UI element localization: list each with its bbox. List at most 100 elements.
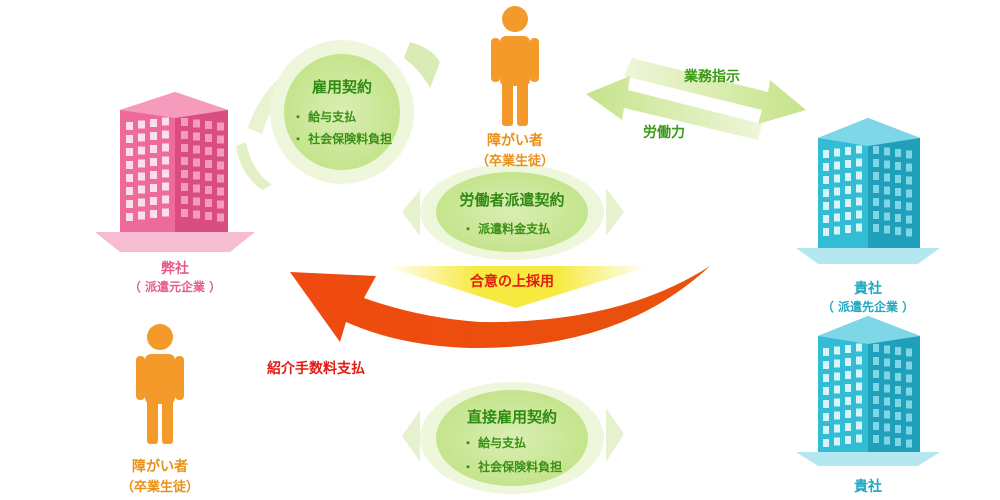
building-window bbox=[906, 176, 912, 185]
building-window bbox=[205, 147, 212, 155]
building-window bbox=[150, 132, 157, 140]
building-window bbox=[217, 174, 224, 183]
building-window bbox=[856, 171, 862, 180]
building-window bbox=[823, 413, 829, 421]
building-window bbox=[138, 211, 145, 220]
building-window bbox=[823, 150, 829, 158]
building-window bbox=[873, 344, 879, 352]
building-window bbox=[138, 159, 145, 168]
building-window bbox=[823, 400, 829, 408]
left-company-building-icon bbox=[95, 92, 255, 252]
building-window bbox=[856, 343, 862, 352]
building-window bbox=[856, 369, 862, 378]
building-window bbox=[834, 346, 840, 355]
labor-arrow bbox=[586, 76, 762, 140]
building-window bbox=[884, 199, 890, 208]
building-window bbox=[150, 145, 157, 153]
building-window bbox=[895, 386, 901, 394]
building-window bbox=[150, 171, 157, 179]
building-window bbox=[845, 225, 851, 233]
building-window bbox=[895, 373, 901, 381]
building-window bbox=[856, 223, 862, 232]
right-company-bottom-building-icon bbox=[796, 316, 940, 466]
building-window bbox=[205, 121, 212, 129]
building-window bbox=[856, 434, 862, 443]
building-window bbox=[193, 184, 200, 193]
building-window bbox=[823, 163, 829, 171]
building-window bbox=[856, 421, 862, 430]
employment-contract-title: 雇用契約 bbox=[311, 78, 372, 96]
building-window bbox=[181, 196, 188, 204]
building-window bbox=[895, 149, 901, 157]
building-window bbox=[895, 201, 901, 209]
building-window bbox=[205, 160, 212, 168]
building-window bbox=[856, 356, 862, 365]
building-window bbox=[823, 228, 829, 236]
building-window bbox=[823, 387, 829, 395]
worker-bottom-sublabel: （卒業生徒） bbox=[120, 480, 199, 495]
worker-top-label: 障がい者 bbox=[487, 133, 543, 149]
building-window bbox=[126, 161, 133, 169]
right-company-top-name: 貴社 bbox=[854, 281, 882, 297]
building-window bbox=[205, 173, 212, 181]
building-window bbox=[193, 197, 200, 206]
building-window bbox=[138, 120, 145, 129]
building-window bbox=[162, 169, 169, 178]
building-window bbox=[823, 215, 829, 223]
building-window bbox=[217, 148, 224, 157]
building-window bbox=[823, 374, 829, 382]
building-window bbox=[834, 398, 840, 407]
building-window bbox=[906, 215, 912, 224]
building-window bbox=[126, 174, 133, 182]
dispatch-contract-group bbox=[402, 164, 624, 260]
building-window bbox=[895, 399, 901, 407]
building-window bbox=[873, 435, 879, 443]
building-window bbox=[834, 372, 840, 381]
building-window bbox=[834, 148, 840, 157]
building-window bbox=[845, 199, 851, 207]
building-window bbox=[895, 162, 901, 170]
building-window bbox=[823, 176, 829, 184]
dispatch-contract-title: 労働者派遣契約 bbox=[459, 191, 565, 209]
building-window bbox=[884, 436, 890, 445]
building-window bbox=[884, 160, 890, 169]
building-window bbox=[193, 171, 200, 180]
right-company-top-building-icon bbox=[796, 118, 940, 264]
building-window bbox=[834, 174, 840, 183]
building-window bbox=[873, 185, 879, 193]
building-window bbox=[205, 199, 212, 207]
building-window bbox=[884, 212, 890, 221]
building-window bbox=[873, 396, 879, 404]
building-window bbox=[906, 387, 912, 396]
building-window bbox=[823, 348, 829, 356]
building-window bbox=[884, 371, 890, 380]
building-window bbox=[906, 439, 912, 448]
building-window bbox=[823, 361, 829, 369]
building-window bbox=[162, 130, 169, 139]
building-window bbox=[217, 122, 224, 131]
building-window bbox=[856, 408, 862, 417]
building-window bbox=[845, 345, 851, 353]
building-window bbox=[856, 158, 862, 167]
agreement-banner bbox=[384, 266, 650, 308]
building-window bbox=[845, 358, 851, 366]
direct-contract-group bbox=[402, 382, 624, 494]
building-window bbox=[126, 187, 133, 195]
building-window bbox=[895, 214, 901, 222]
building-window bbox=[873, 146, 879, 154]
direct-contract-title: 直接雇用契約 bbox=[466, 408, 557, 426]
building-window bbox=[845, 147, 851, 155]
building-window bbox=[884, 423, 890, 432]
building-window bbox=[126, 200, 133, 208]
building-window bbox=[823, 439, 829, 447]
building-window bbox=[873, 422, 879, 430]
building-window bbox=[873, 198, 879, 206]
worker-top-sublabel: （卒業生徒） bbox=[475, 154, 554, 169]
building-window bbox=[856, 210, 862, 219]
building-window bbox=[906, 150, 912, 159]
building-window bbox=[834, 359, 840, 368]
fee-arrow bbox=[290, 266, 710, 349]
building-window bbox=[873, 357, 879, 365]
building-window bbox=[873, 383, 879, 391]
